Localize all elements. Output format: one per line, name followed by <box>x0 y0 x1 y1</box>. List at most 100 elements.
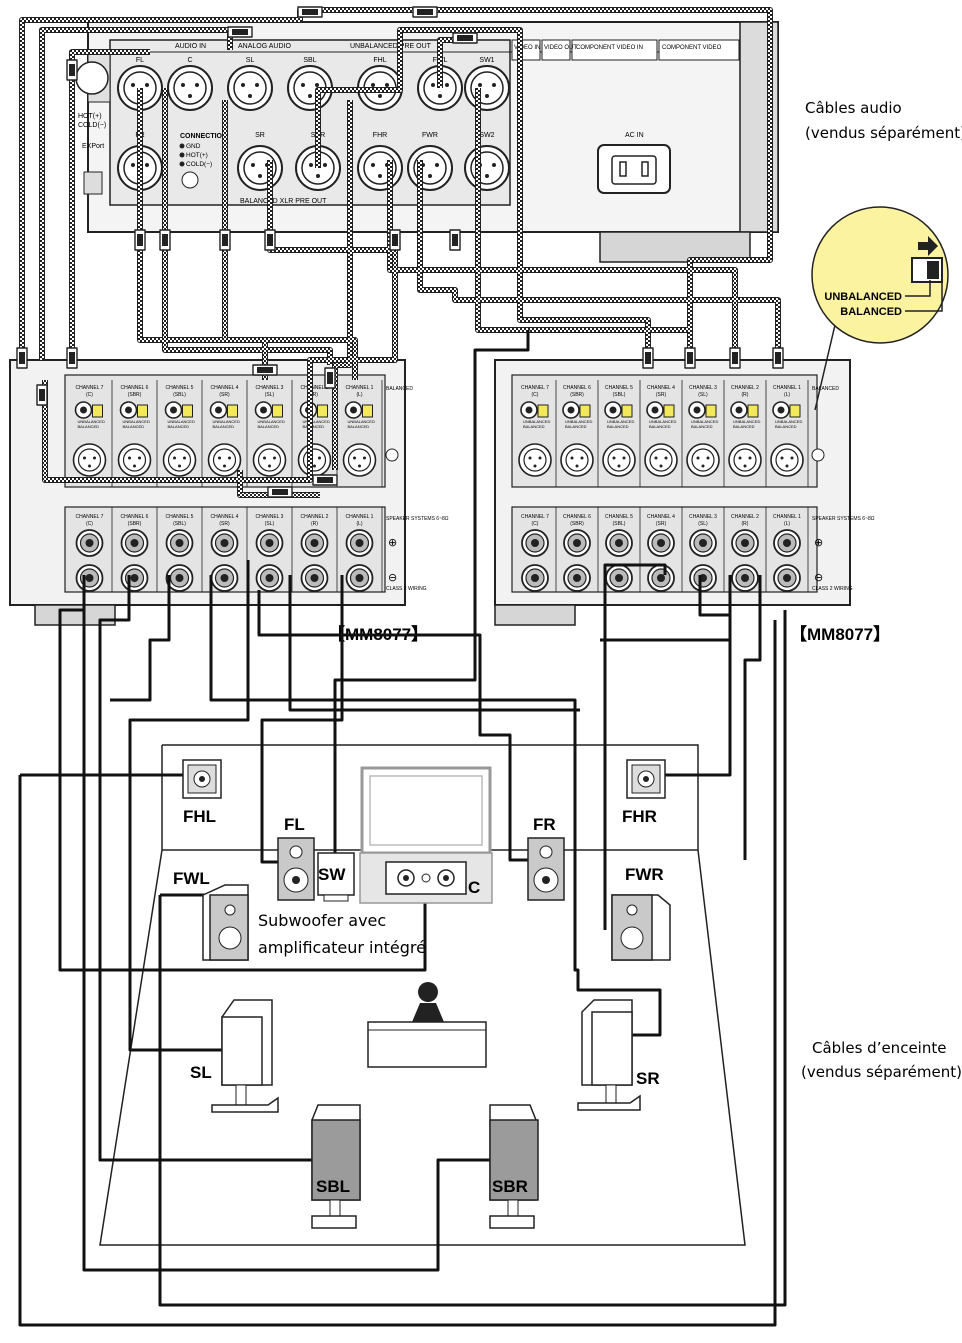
receiver-jack-fhr[interactable] <box>357 145 403 191</box>
left-balance-switch-6[interactable] <box>137 404 148 418</box>
channel-label: CHANNEL 5 <box>605 514 633 520</box>
cold-label: COLD(−) <box>78 122 106 129</box>
right-terminal-minus-3[interactable] <box>689 564 717 592</box>
left-rca-input-5[interactable] <box>164 401 183 419</box>
left-terminal-minus-1[interactable] <box>345 564 374 592</box>
left-terminal-plus-4[interactable] <box>210 529 239 557</box>
speaker-center[interactable] <box>385 861 467 895</box>
right-terminal-minus-5[interactable] <box>605 564 633 592</box>
right-xlr-input-1[interactable] <box>770 443 804 477</box>
receiver-jack-sl[interactable] <box>227 65 273 111</box>
channel-label: CHANNEL 5 <box>166 514 194 520</box>
label-sbr: SBR <box>492 1177 528 1196</box>
right-terminal-minus-7[interactable] <box>521 564 549 592</box>
right-balance-switch-1[interactable] <box>789 404 801 418</box>
speaker-fwr[interactable] <box>611 894 671 961</box>
right-terminal-plus-6[interactable] <box>563 529 591 557</box>
receiver-jack-fwr[interactable] <box>407 145 453 191</box>
right-terminal-plus-5[interactable] <box>605 529 633 557</box>
right-balance-switch-5[interactable] <box>621 404 633 418</box>
balance-switch-callout: UNBALANCED BALANCED <box>811 206 949 411</box>
receiver-jack-sw2[interactable] <box>464 145 510 191</box>
right-rca-input-6[interactable] <box>562 401 580 419</box>
speaker-fr[interactable] <box>527 837 565 901</box>
left-balance-switch-4[interactable] <box>227 404 238 418</box>
left-xlr-input-1[interactable] <box>342 443 377 477</box>
speaker-fhr[interactable] <box>626 759 666 799</box>
speaker-fhl[interactable] <box>182 759 222 799</box>
balanced-mini-label: BALANCED <box>775 424 797 429</box>
right-xlr-input-3[interactable] <box>686 443 720 477</box>
right-balance-switch-4[interactable] <box>663 404 675 418</box>
label-fl: FL <box>284 815 305 834</box>
left-xlr-input-3[interactable] <box>252 443 287 477</box>
left-balance-switch-5[interactable] <box>182 404 193 418</box>
right-rca-input-4[interactable] <box>646 401 664 419</box>
left-xlr-input-4[interactable] <box>207 443 242 477</box>
left-rca-input-3[interactable] <box>254 401 273 419</box>
left-balance-switch-2[interactable] <box>317 404 328 418</box>
right-balance-switch-6[interactable] <box>579 404 591 418</box>
right-balance-switch-2[interactable] <box>747 404 759 418</box>
channel-sub: (R) <box>311 521 318 527</box>
left-xlr-input-7[interactable] <box>72 443 107 477</box>
left-balance-switch-1[interactable] <box>362 404 373 418</box>
right-xlr-input-6[interactable] <box>560 443 594 477</box>
right-rca-input-1[interactable] <box>772 401 790 419</box>
left-terminal-plus-1[interactable] <box>345 529 374 557</box>
left-rca-input-7[interactable] <box>74 401 93 419</box>
balanced-mini-label: BALANCED <box>733 424 755 429</box>
left-balance-switch-7[interactable] <box>92 404 103 418</box>
speaker-fl[interactable] <box>277 837 315 901</box>
receiver-jack-c[interactable] <box>167 65 213 111</box>
left-terminal-plus-6[interactable] <box>120 529 149 557</box>
left-terminal-minus-2[interactable] <box>300 564 329 592</box>
speaker-fwl[interactable] <box>202 884 249 961</box>
right-terminal-plus-4[interactable] <box>647 529 675 557</box>
right-terminal-minus-4[interactable] <box>647 564 675 592</box>
left-xlr-input-2[interactable] <box>297 443 332 477</box>
right-xlr-input-2[interactable] <box>728 443 762 477</box>
right-terminal-plus-3[interactable] <box>689 529 717 557</box>
speaker-sl[interactable] <box>211 999 279 1113</box>
left-terminal-minus-4[interactable] <box>210 564 239 592</box>
right-terminal-minus-1[interactable] <box>773 564 801 592</box>
right-terminal-minus-2[interactable] <box>731 564 759 592</box>
left-terminal-plus-7[interactable] <box>75 529 104 557</box>
left-terminal-plus-5[interactable] <box>165 529 194 557</box>
left-rca-input-1[interactable] <box>344 401 363 419</box>
right-balance-switch-3[interactable] <box>705 404 717 418</box>
speaker-sw[interactable] <box>317 852 355 902</box>
right-balance-switch-7[interactable] <box>537 404 549 418</box>
ac-inlet[interactable] <box>597 144 671 194</box>
left-terminal-minus-6[interactable] <box>120 564 149 592</box>
left-terminal-plus-3[interactable] <box>255 529 284 557</box>
export-label: EXPort <box>82 143 104 150</box>
receiver-jack-sr[interactable] <box>237 145 283 191</box>
left-terminal-plus-2[interactable] <box>300 529 329 557</box>
receiver-jack-sw1[interactable] <box>464 65 510 111</box>
right-terminal-minus-6[interactable] <box>563 564 591 592</box>
left-terminal-minus-3[interactable] <box>255 564 284 592</box>
right-xlr-input-5[interactable] <box>602 443 636 477</box>
left-rca-input-6[interactable] <box>119 401 138 419</box>
left-terminal-minus-7[interactable] <box>75 564 104 592</box>
left-xlr-input-5[interactable] <box>162 443 197 477</box>
right-terminal-plus-1[interactable] <box>773 529 801 557</box>
left-balance-switch-3[interactable] <box>272 404 283 418</box>
right-terminal-plus-7[interactable] <box>521 529 549 557</box>
right-terminal-plus-2[interactable] <box>731 529 759 557</box>
right-rca-input-2[interactable] <box>730 401 748 419</box>
speaker-sr[interactable] <box>577 999 641 1111</box>
left-xlr-input-6[interactable] <box>117 443 152 477</box>
balanced-mini-label: BALANCED <box>123 424 145 429</box>
right-xlr-input-7[interactable] <box>518 443 552 477</box>
speaker-sbl[interactable] <box>311 1104 361 1229</box>
right-rca-input-5[interactable] <box>604 401 622 419</box>
left-rca-input-4[interactable] <box>209 401 228 419</box>
right-rca-input-7[interactable] <box>520 401 538 419</box>
right-xlr-input-4[interactable] <box>644 443 678 477</box>
right-rca-input-3[interactable] <box>688 401 706 419</box>
speaker-sbr[interactable] <box>489 1104 539 1229</box>
